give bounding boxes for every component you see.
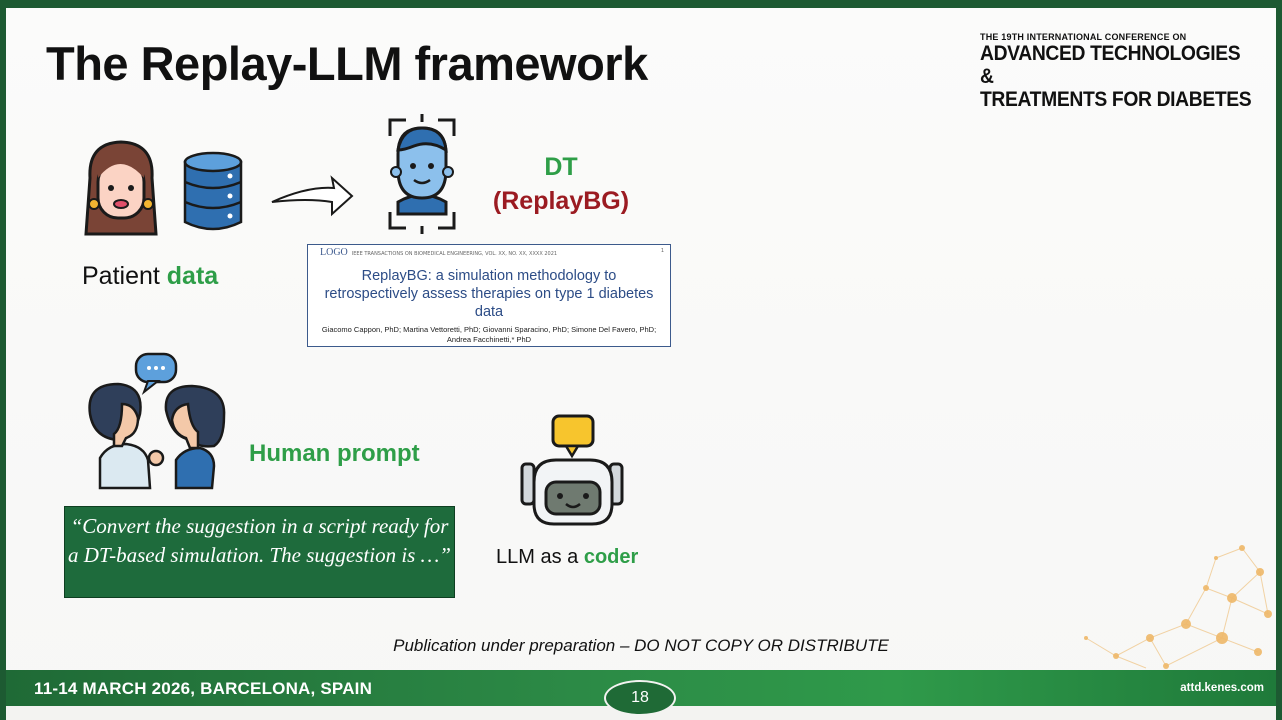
window-frame-left [0,0,6,720]
paper-page-number: 1 [660,248,664,254]
paper-logo: LOGO [320,247,348,258]
robot-icon [516,412,628,532]
human-prompt-label: Human prompt [249,440,420,467]
database-icon [182,150,244,238]
paper-authors: Giacomo Cappon, PhD; Martina Vettoretti,… [321,325,657,344]
patient-data-caption: Patient data [82,262,218,291]
speech-bubble-icon [134,352,178,395]
dt-label: DT (ReplayBG) [476,150,646,218]
conference-logo: THE 19TH INTERNATIONAL CONFERENCE ON ADV… [980,32,1276,111]
conference-name-line1: ADVANCED TECHNOLOGIES & [980,42,1241,88]
patient-caption-highlight: data [166,262,219,290]
footer-date: 11-14 MARCH 2026, BARCELONA, SPAIN [34,679,373,698]
arrow-icon [268,172,358,224]
dt-label-line1: DT [544,153,578,181]
paper-title: ReplayBG: a simulation methodology to re… [324,268,654,320]
disclaimer-text: Publication under preparation – DO NOT C… [393,636,889,655]
llm-caption-highlight: coder [583,546,639,568]
woman-avatar-icon [80,138,162,242]
dt-label-line2: (ReplayBG) [492,187,630,215]
digital-twin-icon [384,114,460,238]
page-title: The Replay-LLM framework [46,37,648,90]
prompt-text-box: “Convert the suggestion in a script read… [64,506,455,598]
llm-caption-text: LLM as a [496,546,584,568]
paper-journal: IEEE TRANSACTIONS ON BIOMEDICAL ENGINEER… [351,251,558,257]
conference-name-line2: TREATMENTS FOR DIABETES [980,88,1252,111]
decorative-network-graphic [1046,528,1276,674]
conference-top-line: THE 19TH INTERNATIONAL CONFERENCE ON [980,32,1187,42]
footer-url: attd.kenes.com [1180,682,1264,694]
patient-caption-text: Patient [82,262,167,290]
llm-caption: LLM as a coder [496,546,638,569]
window-frame-top [0,0,1282,8]
slide: The Replay-LLM framework THE 19TH INTERN… [6,8,1276,720]
conversation-icon [78,348,234,494]
window-frame-right [1276,0,1282,720]
page-number-badge: 18 [604,680,676,716]
